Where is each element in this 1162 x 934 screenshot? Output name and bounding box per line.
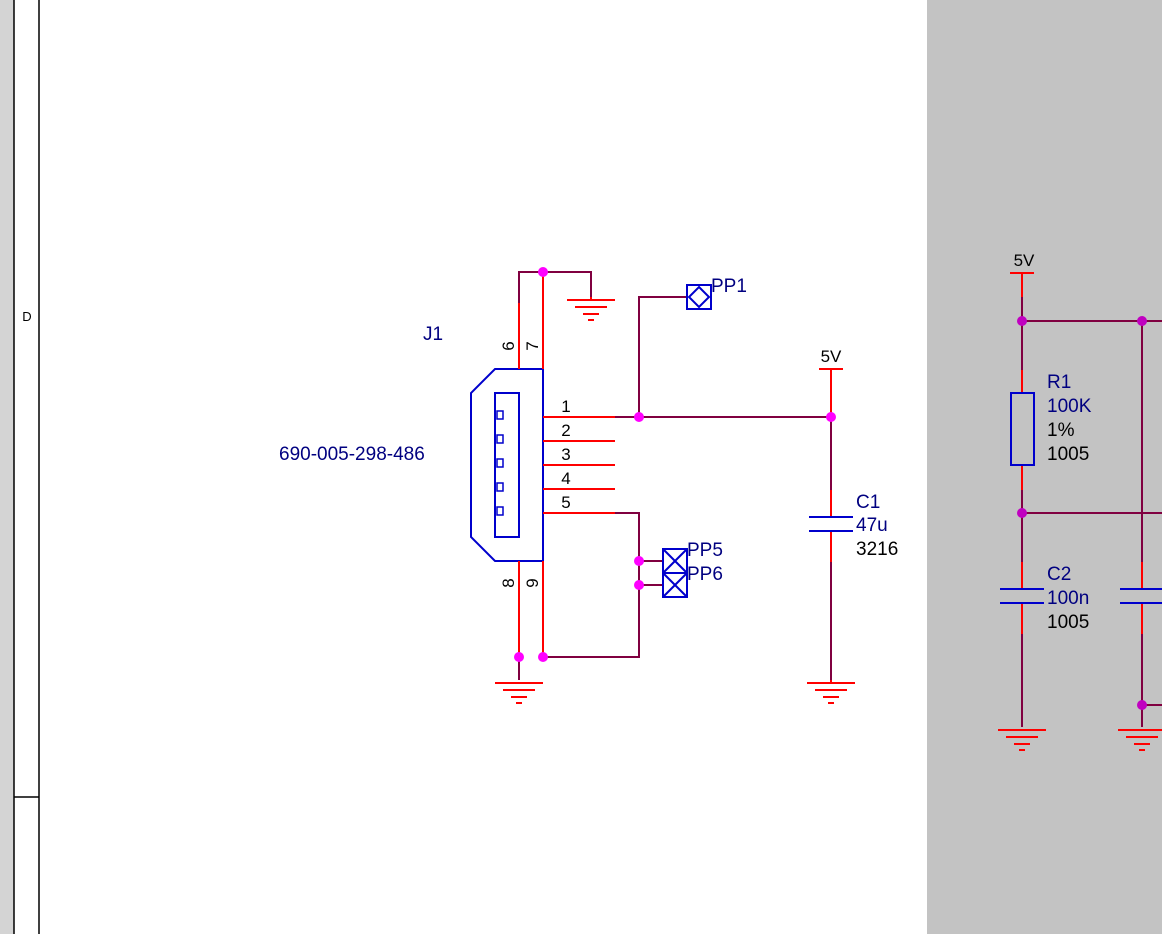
test-point-pp1: PP1 (686, 276, 747, 310)
capacitor-package: 3216 (856, 539, 898, 560)
test-point-label: PP1 (711, 276, 747, 297)
resistor-r1: R1 100K 1% 1005 (1010, 370, 1092, 490)
pin-number: 3 (561, 445, 570, 464)
connector-tongue (494, 392, 520, 538)
test-point-label: PP6 (687, 564, 723, 585)
pin-number: 1 (561, 397, 570, 416)
connector-contacts (496, 410, 504, 516)
capacitor-package: 1005 (1047, 612, 1089, 633)
wire-pin5-gnd (543, 512, 640, 658)
junction-dot (634, 556, 644, 566)
power-port-5v: 5V (819, 347, 843, 417)
connector-j1: 1 2 3 4 5 6 7 8 9 J1 690-005-298-486 (279, 272, 615, 657)
junctions-right (1017, 316, 1147, 710)
test-point-pp5: PP5 (662, 540, 723, 574)
junction-dot (538, 652, 548, 662)
resistor-designator: R1 (1047, 372, 1071, 393)
junction-dot (1017, 508, 1027, 518)
capacitor-c1: C1 47u 3216 (809, 490, 898, 562)
pin-number: 4 (561, 469, 570, 488)
pin-number: 5 (561, 493, 570, 512)
ground-symbol-j1 (495, 682, 543, 704)
capacitor-c2: C2 100n 1005 (1000, 562, 1089, 634)
power-port-label: 5V (821, 347, 842, 366)
pin-number: 2 (561, 421, 570, 440)
wire-top-gnd (518, 271, 592, 303)
ground-symbol-top (567, 297, 615, 321)
zone-label: D (22, 309, 31, 324)
test-point-pp6: PP6 (662, 564, 723, 598)
connector-designator: J1 (423, 324, 443, 345)
power-port-label: 5V (1014, 251, 1035, 270)
capacitor-partial-right (1120, 562, 1162, 634)
junction-dot (1137, 700, 1147, 710)
junction-dot (1017, 316, 1027, 326)
drawing-frame: D (0, 0, 40, 934)
wire-pp1 (638, 296, 687, 417)
capacitor-value: 47u (856, 515, 888, 536)
junction-dot (634, 412, 644, 422)
junction-dot (538, 267, 548, 277)
ground-symbol-c1 (807, 680, 855, 704)
connector-body (470, 368, 544, 562)
test-point-label: PP5 (687, 540, 723, 561)
pin-number: 8 (499, 578, 518, 587)
pin-number: 6 (499, 341, 518, 350)
gray-sheet-panel (927, 0, 1162, 934)
resistor-value: 100K (1047, 396, 1092, 417)
capacitor-designator: C2 (1047, 564, 1071, 585)
resistor-package: 1005 (1047, 444, 1089, 465)
junction-dot (826, 412, 836, 422)
junction-dot (514, 652, 524, 662)
connector-part-number: 690-005-298-486 (279, 444, 425, 465)
ground-symbol-c2 (998, 729, 1046, 751)
pin-number: 7 (523, 341, 542, 350)
junctions (514, 267, 836, 662)
connector-pins (518, 272, 615, 657)
capacitor-designator: C1 (856, 492, 880, 513)
resistor-tolerance: 1% (1047, 420, 1075, 441)
junction-dot (634, 580, 644, 590)
frame-gray-strip (0, 0, 14, 934)
capacitor-value: 100n (1047, 588, 1089, 609)
junction-dot (1137, 316, 1147, 326)
power-port-5v-right: 5V (1010, 251, 1035, 297)
pin-number: 9 (523, 578, 542, 587)
ground-symbol-right (1118, 729, 1162, 751)
